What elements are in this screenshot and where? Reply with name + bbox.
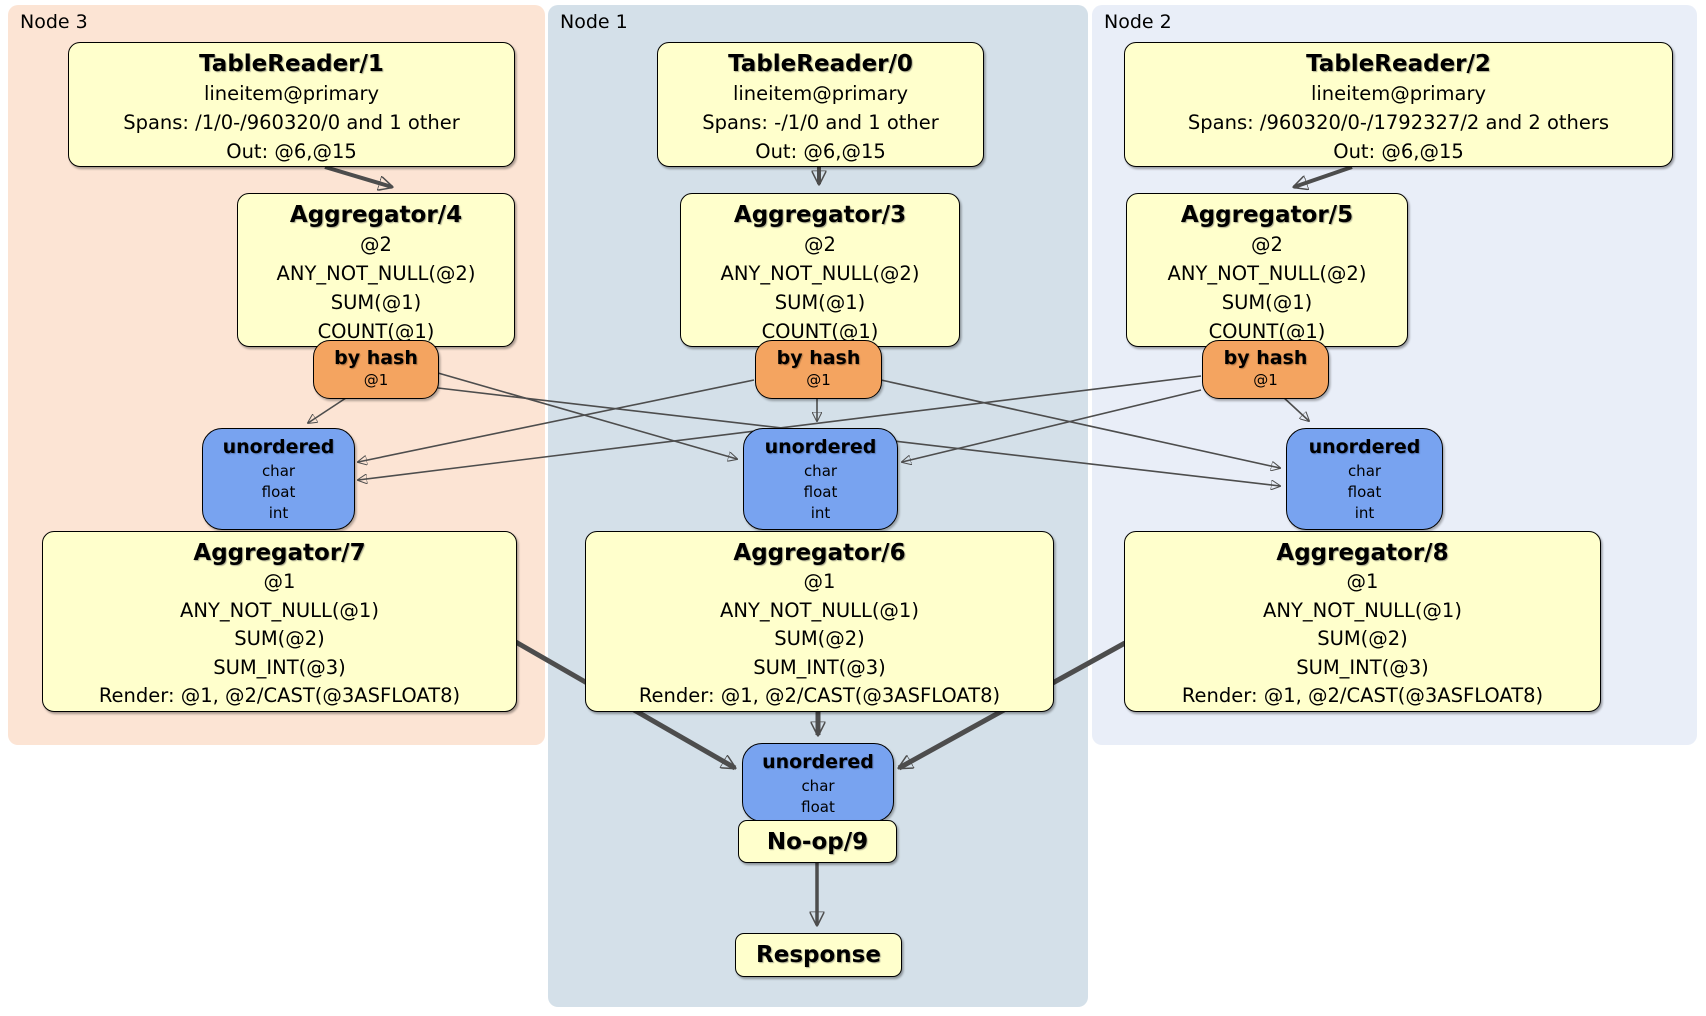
box-line: Render: @1, @2/CAST(@3ASFLOAT8): [638, 684, 1001, 707]
sync-type: char: [1347, 462, 1382, 480]
box-line: Spans: -/1/0 and 1 other: [702, 111, 939, 134]
box-title: TableReader/1: [199, 51, 384, 77]
aggregator-7-box: Aggregator/7 @1 ANY_NOT_NULL(@1) SUM(@2)…: [42, 531, 517, 712]
tablereader-1-box: TableReader/1 lineitem@primary Spans: /1…: [68, 42, 515, 167]
box-title: Aggregator/4: [289, 202, 463, 228]
sync-label: unordered: [764, 436, 877, 458]
box-line: Out: @6,@15: [226, 140, 357, 163]
box-line: SUM(@2): [234, 627, 325, 650]
box-line: lineitem@primary: [1310, 82, 1487, 105]
sync-type: int: [268, 504, 289, 522]
unordered-sync-node3: unordered char float int: [202, 428, 355, 530]
box-line: @2: [1251, 233, 1283, 256]
sync-label: unordered: [762, 751, 874, 773]
sync-type: float: [1347, 483, 1382, 501]
box-title: Aggregator/3: [733, 202, 907, 228]
router-label: by hash: [1223, 347, 1308, 369]
box-line: Render: @1, @2/CAST(@3ASFLOAT8): [98, 684, 461, 707]
box-line: COUNT(@1): [317, 320, 435, 343]
box-title: Aggregator/7: [193, 540, 366, 566]
box-title: No-op/9: [766, 828, 869, 855]
aggregator-5-box: Aggregator/5 @2 ANY_NOT_NULL(@2) SUM(@1)…: [1126, 193, 1408, 347]
tablereader-0-box: TableReader/0 lineitem@primary Spans: -/…: [657, 42, 984, 167]
box-line: COUNT(@1): [1208, 320, 1326, 343]
box-line: @2: [804, 233, 836, 256]
sync-type: float: [801, 798, 835, 816]
box-line: @2: [360, 233, 392, 256]
response-box: Response: [735, 933, 902, 977]
box-line: Out: @6,@15: [755, 140, 886, 163]
box-title: TableReader/0: [728, 51, 913, 77]
box-line: SUM(@1): [330, 291, 422, 314]
router-label: by hash: [334, 347, 418, 369]
router-key: @1: [806, 371, 831, 389]
aggregator-4-box: Aggregator/4 @2 ANY_NOT_NULL(@2) SUM(@1)…: [237, 193, 515, 347]
box-line: SUM(@2): [774, 627, 865, 650]
box-line: SUM_INT(@3): [213, 655, 346, 679]
unordered-sync-node1: unordered char float int: [743, 428, 898, 530]
box-line: ANY_NOT_NULL(@2): [1167, 262, 1367, 285]
sync-type: float: [803, 483, 838, 501]
sync-label: unordered: [1308, 436, 1421, 458]
box-title: Aggregator/8: [1276, 540, 1449, 566]
router-label: by hash: [776, 347, 861, 369]
box-line: SUM(@1): [774, 291, 866, 314]
sync-type: float: [261, 483, 296, 501]
box-title: Aggregator/6: [733, 540, 906, 566]
box-line: ANY_NOT_NULL(@2): [276, 262, 476, 285]
sync-type: char: [801, 777, 835, 795]
box-line: ANY_NOT_NULL(@1): [1263, 598, 1462, 622]
by-hash-router-node1: by hash @1: [755, 340, 882, 399]
box-line: @1: [263, 570, 296, 593]
node-1-label: Node 1: [560, 11, 628, 33]
unordered-sync-final: unordered char float: [742, 743, 894, 822]
noop-box: No-op/9: [738, 820, 897, 863]
box-line: SUM(@1): [1221, 291, 1313, 314]
router-key: @1: [363, 371, 389, 389]
box-line: @1: [1346, 570, 1379, 593]
aggregator-8-box: Aggregator/8 @1 ANY_NOT_NULL(@1) SUM(@2)…: [1124, 531, 1601, 712]
aggregator-3-box: Aggregator/3 @2 ANY_NOT_NULL(@2) SUM(@1)…: [680, 193, 960, 347]
box-line: SUM_INT(@3): [1296, 655, 1429, 679]
box-title: Response: [756, 942, 881, 968]
box-line: SUM_INT(@3): [753, 655, 886, 679]
by-hash-router-node3: by hash @1: [313, 340, 439, 399]
box-line: lineitem@primary: [203, 82, 380, 105]
aggregator-6-box: Aggregator/6 @1 ANY_NOT_NULL(@1) SUM(@2)…: [585, 531, 1054, 712]
box-line: Spans: /1/0-/960320/0 and 1 other: [123, 111, 460, 134]
box-line: ANY_NOT_NULL(@1): [180, 598, 379, 622]
node-3-label: Node 3: [20, 11, 88, 33]
box-line: Render: @1, @2/CAST(@3ASFLOAT8): [1181, 684, 1544, 707]
by-hash-router-node2: by hash @1: [1202, 340, 1329, 399]
box-line: COUNT(@1): [761, 320, 879, 343]
node-2-label: Node 2: [1104, 11, 1172, 33]
box-line: Out: @6,@15: [1333, 140, 1464, 163]
sync-type: char: [803, 462, 838, 480]
sync-label: unordered: [222, 436, 335, 458]
box-title: Aggregator/5: [1180, 202, 1354, 228]
box-line: lineitem@primary: [732, 82, 909, 105]
sync-type: char: [261, 462, 296, 480]
box-line: @1: [803, 570, 836, 593]
box-line: Spans: /960320/0-/1792327/2 and 2 others: [1187, 111, 1610, 134]
box-line: SUM(@2): [1317, 627, 1408, 650]
router-key: @1: [1253, 371, 1278, 389]
box-line: ANY_NOT_NULL(@2): [720, 262, 920, 285]
box-title: TableReader/2: [1306, 51, 1491, 77]
unordered-sync-node2: unordered char float int: [1286, 428, 1443, 530]
sync-type: int: [1354, 504, 1375, 522]
box-line: ANY_NOT_NULL(@1): [720, 598, 919, 622]
sync-type: int: [810, 504, 831, 522]
tablereader-2-box: TableReader/2 lineitem@primary Spans: /9…: [1124, 42, 1673, 167]
